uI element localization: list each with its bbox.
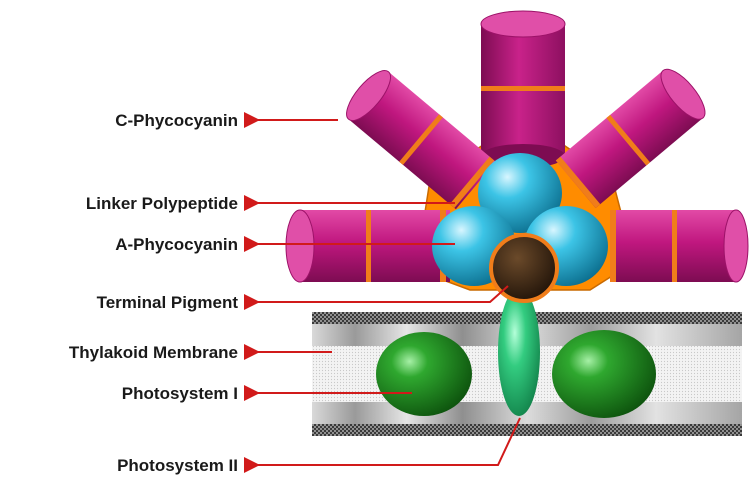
- label-linker-polypeptide: Linker Polypeptide: [86, 194, 238, 213]
- c-phycocyanin-rod-right: [610, 210, 748, 282]
- c-phycocyanin-rod-top: [481, 11, 565, 168]
- label-photosystem-2: Photosystem II: [117, 456, 238, 475]
- photosystem-1-left: [376, 332, 472, 416]
- photosystem-2: [498, 288, 540, 416]
- photosystem-1-right: [552, 330, 656, 418]
- label-terminal-pigment: Terminal Pigment: [97, 293, 239, 312]
- membrane-bottom-dots: [312, 424, 742, 436]
- label-a-phycocyanin: A-Phycocyanin: [115, 235, 238, 254]
- c-phycocyanin-rod-upper-right: [556, 63, 712, 208]
- label-thylakoid-membrane: Thylakoid Membrane: [69, 343, 238, 362]
- c-phycocyanin-rod-left: [286, 210, 450, 282]
- label-photosystem-1: Photosystem I: [122, 384, 238, 403]
- label-c-phycocyanin: C-Phycocyanin: [115, 111, 238, 130]
- c-phycocyanin-rod-upper-left: [339, 64, 495, 209]
